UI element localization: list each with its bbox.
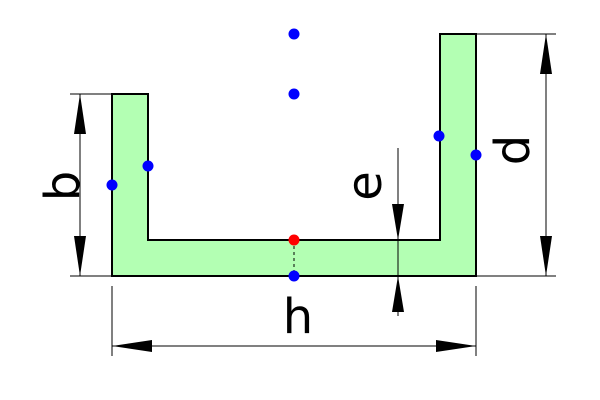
point-blue-right-outer xyxy=(470,149,482,161)
label-b: b xyxy=(35,171,91,201)
arrowhead-d-top xyxy=(540,34,552,74)
label-d: d xyxy=(485,135,541,165)
arrowhead-b-bottom xyxy=(74,236,86,276)
point-blue-bottom xyxy=(288,270,300,282)
arrowhead-d-bottom xyxy=(540,236,552,276)
point-blue-left-outer xyxy=(106,179,118,191)
arrowhead-e-bottom xyxy=(392,276,404,312)
point-blue-right-inner xyxy=(433,130,445,142)
label-h: h xyxy=(283,289,313,345)
arrowhead-h-left xyxy=(112,340,152,352)
point-blue-centroid xyxy=(288,88,300,100)
arrowhead-b-top xyxy=(74,94,86,134)
arrowhead-h-right xyxy=(436,340,476,352)
arrowhead-e-top xyxy=(392,204,404,240)
point-blue-top xyxy=(288,28,300,40)
u-channel-profile xyxy=(111,33,477,277)
label-e: e xyxy=(337,171,393,201)
point-blue-left-inner xyxy=(142,160,154,172)
point-red-web-top xyxy=(288,234,300,246)
